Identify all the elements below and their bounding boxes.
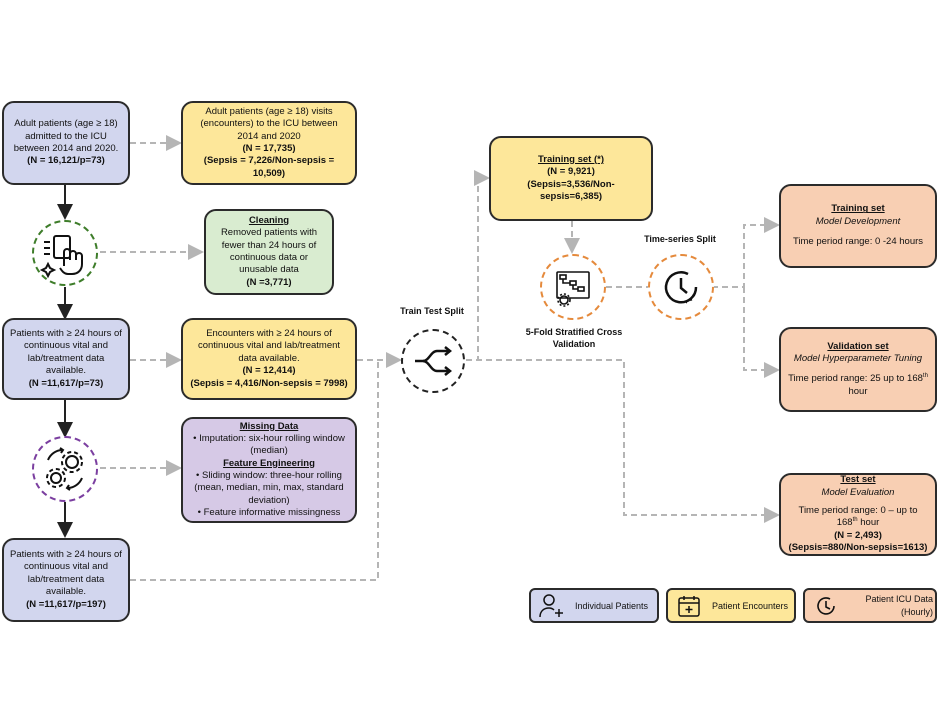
split-icon-circle	[401, 329, 465, 393]
admitted-patients-count: (N = 16,121/p=73)	[27, 155, 105, 167]
cleaning-title: Cleaning	[248, 214, 290, 226]
test-set-text: Time period range: 0 – up to 168th hour	[798, 505, 918, 529]
cleaning-text: Removed patients with fewer than 24 hour…	[220, 227, 318, 276]
validation-title: Validation set	[827, 340, 889, 352]
training-set-sepsis: (Sepsis=3,536/Non-sepsis=6,385)	[527, 178, 615, 202]
encounters-all-box: Adult patients (age ≥ 18) visits (encoun…	[181, 101, 357, 185]
cleaning-box: Cleaning Removed patients with fewer tha…	[204, 209, 334, 295]
validation-subtitle: Model Hyperparameter Tuning	[793, 353, 923, 365]
legend-individual-label: Individual Patients	[575, 600, 649, 611]
patients-24h-box: Patients with ≥ 24 hours of continuous v…	[2, 318, 130, 400]
legend-icu-data: Patient ICU Data (Hourly)	[803, 588, 937, 623]
train-period-title: Training set	[831, 203, 885, 215]
patients-24h-final-box: Patients with ≥ 24 hours of continuous v…	[2, 538, 130, 622]
calendar-icon	[678, 595, 700, 617]
train-test-split-label: Train Test Split	[400, 306, 464, 316]
missing-data-box: Missing Data Imputation: six-hour rollin…	[181, 417, 357, 523]
training-set-box: Training set (*) (N = 9,921) (Sepsis=3,5…	[489, 136, 653, 221]
train-period-text: Time period range: 0 -24 hours	[792, 236, 924, 248]
cv-label: 5-Fold Stratified Cross Validation	[525, 327, 623, 350]
encounters-all-count: (N = 17,735)	[242, 143, 296, 154]
person-add-icon	[539, 593, 563, 617]
test-set-box: Test set Model Evaluation Time period ra…	[779, 473, 937, 556]
missingness-item: Feature informative missingness	[198, 507, 341, 519]
encounters-24h-box: Encounters with ≥ 24 hours of continuous…	[181, 318, 357, 400]
imputation-item: Imputation: six-hour rolling window (med…	[189, 433, 349, 458]
admitted-patients-box: Adult patients (age ≥ 18) admitted to th…	[2, 101, 130, 185]
hand-cleaning-icon	[39, 235, 83, 279]
feature-engineering-title: Feature Engineering	[223, 457, 315, 469]
train-period-box: Training set Model Development Time peri…	[779, 184, 937, 268]
test-set-subtitle: Model Evaluation	[821, 486, 895, 498]
legend-clock-icon	[817, 596, 835, 615]
missing-data-title: Missing Data	[239, 420, 299, 432]
clock-icon	[664, 271, 698, 304]
validation-text: Time period range: 25 up to 168th hour	[788, 373, 928, 397]
test-set-title: Test set	[840, 474, 876, 486]
training-set-title: Training set (*)	[538, 153, 604, 165]
train-period-subtitle: Model Development	[815, 215, 901, 227]
patients-24h-text: Patients with ≥ 24 hours of continuous v…	[10, 328, 122, 377]
patients-24h-count: (N =11,617/p=73)	[28, 377, 104, 389]
test-set-count: (N = 2,493)	[834, 529, 882, 541]
cleaning-count: (N =3,771)	[246, 276, 292, 288]
sliding-window-item: Sliding window: three-hour rolling (mean…	[189, 470, 349, 507]
split-arrows-icon	[415, 346, 453, 376]
cv-icon-circle	[540, 254, 606, 320]
legend-patient-encounters: Patient Encounters	[666, 588, 796, 623]
encounters-24h-text: Encounters with ≥ 24 hours of continuous…	[197, 328, 341, 364]
clock-icon-circle	[648, 254, 714, 320]
encounters-24h-sepsis: (Sepsis = 4,416/Non-sepsis = 7998)	[190, 377, 348, 389]
cleaning-icon-circle	[32, 220, 98, 286]
legend-individual-patients: Individual Patients	[529, 588, 659, 623]
feature-icon-circle	[32, 436, 98, 502]
encounters-all-sepsis: (Sepsis = 7,226/Non-sepsis = 10,509)	[203, 155, 335, 179]
cross-validation-icon	[556, 271, 590, 307]
test-set-sepsis: (Sepsis=880/Non-sepsis=1613)	[788, 542, 928, 554]
legend-icu-label: Patient ICU Data (Hourly)	[865, 593, 933, 617]
legend-encounters-label: Patient Encounters	[712, 600, 789, 611]
patients-24h-final-count: (N =11,617/p=197)	[26, 598, 106, 610]
time-series-split-label: Time-series Split	[644, 234, 716, 244]
admitted-patients-text: Adult patients (age ≥ 18) admitted to th…	[13, 118, 119, 154]
gears-cycle-icon	[46, 447, 83, 491]
encounters-all-text: Adult patients (age ≥ 18) visits (encoun…	[200, 105, 338, 142]
patients-24h-final-text: Patients with ≥ 24 hours of continuous v…	[10, 549, 122, 598]
encounters-24h-count: (N = 12,414)	[242, 365, 296, 377]
validation-box: Validation set Model Hyperparameter Tuni…	[779, 327, 937, 412]
training-set-count: (N = 9,921)	[547, 166, 595, 178]
